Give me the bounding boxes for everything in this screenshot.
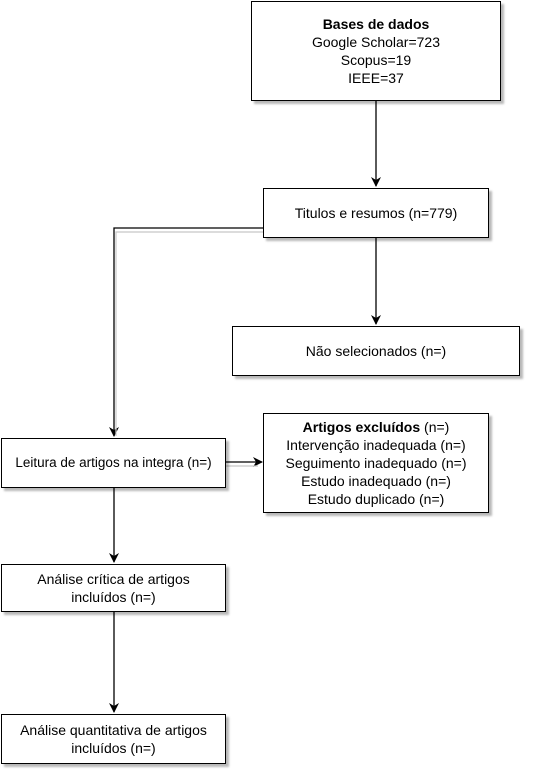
databases-box: Bases de dados Google Scholar=723 Scopus…: [251, 1, 501, 101]
excluded-box: Artigos excluídos (n=) Intervenção inade…: [263, 413, 489, 513]
excluded-reason: Estudo inadequado (n=): [301, 473, 451, 489]
excluded-title-line: Artigos excluídos (n=): [303, 418, 450, 436]
critical-label: Análise crítica de artigos incluídos (n=…: [37, 571, 190, 605]
edge-titles-to-full-reading: [109, 227, 264, 437]
quantitative-label: Análise quantitativa de artigos incluído…: [20, 722, 207, 756]
excluded-reason: Seguimento inadequado (n=): [285, 455, 467, 471]
excluded-title: Artigos excluídos: [302, 419, 421, 435]
excluded-reason: Estudo duplicado (n=): [307, 491, 445, 507]
critical-box: Análise crítica de artigos incluídos (n=…: [1, 564, 226, 612]
excluded-title-suffix: (n=): [420, 419, 450, 435]
full-reading-box: Leitura de artigos na integra (n=): [1, 438, 226, 488]
titles-box: Titulos e resumos (n=779): [263, 188, 489, 238]
not-selected-box: Não selecionados (n=): [232, 326, 520, 376]
databases-title: Bases de dados: [322, 16, 430, 32]
databases-line: Google Scholar=723: [311, 34, 441, 50]
not-selected-label: Não selecionados (n=): [305, 343, 447, 359]
full-reading-label: Leitura de artigos na integra (n=): [15, 455, 212, 470]
databases-line: IEEE=37: [348, 70, 404, 86]
quantitative-box: Análise quantitativa de artigos incluído…: [1, 714, 226, 764]
titles-label: Titulos e resumos (n=779): [294, 205, 458, 221]
databases-line: Scopus=19: [340, 52, 412, 68]
excluded-reason: Intervenção inadequada (n=): [286, 437, 466, 453]
